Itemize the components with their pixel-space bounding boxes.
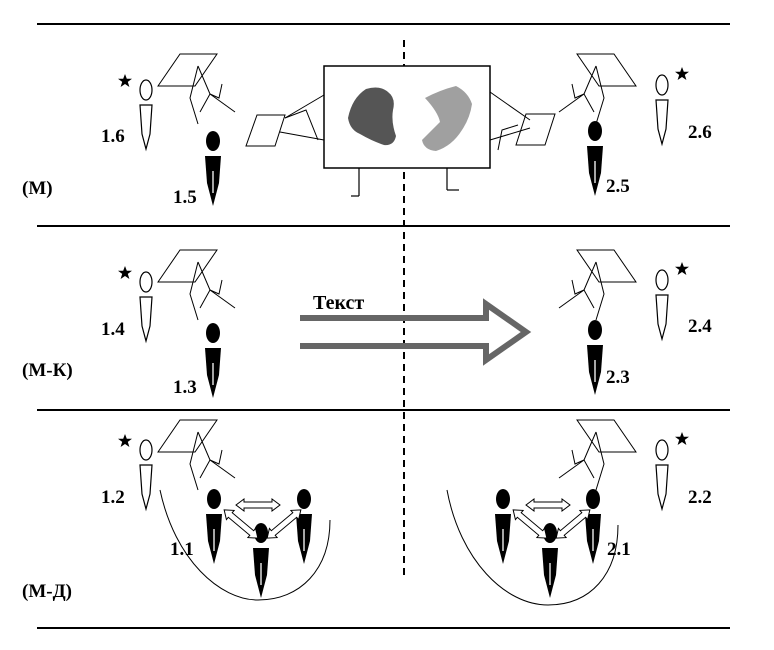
double-arrow-icon — [235, 498, 281, 512]
big-arrow-icon — [300, 298, 532, 366]
label-1-2: 1.2 — [101, 487, 125, 508]
section-label-m-d: (М-Д) — [22, 581, 72, 602]
star-icon-2-6 — [675, 67, 689, 80]
screen-icon-1-2 — [157, 419, 236, 491]
arc-right — [446, 489, 619, 606]
label-2-3: 2.3 — [606, 367, 630, 388]
label-1-6: 1.6 — [101, 126, 125, 147]
double-arrow-icon — [219, 504, 263, 544]
label-2-2: 2.2 — [688, 487, 712, 508]
open-person-icon-2-6 — [655, 74, 669, 145]
star-icon-1-6 — [118, 74, 132, 87]
label-2-5: 2.5 — [606, 176, 630, 197]
open-person-icon-1-2 — [139, 439, 153, 510]
filled-person-icon-2-5 — [586, 120, 604, 197]
arrow-label: Текст — [313, 292, 364, 314]
screen-icon-2-4 — [559, 250, 636, 320]
screen-icon-1-6 — [157, 53, 236, 125]
screen-icon-2-2 — [559, 420, 636, 490]
label-1-4: 1.4 — [101, 319, 125, 340]
filled-person-icon-2-3 — [586, 319, 604, 396]
screen-icon-2-6 — [559, 54, 636, 124]
double-arrow-icon — [508, 504, 552, 544]
open-person-icon-2-4 — [655, 269, 669, 340]
label-1-1: 1.1 — [170, 539, 194, 560]
arc-left — [159, 489, 331, 601]
filled-person-icon-2-1b — [584, 488, 602, 565]
screen-icon-1-4 — [157, 249, 236, 321]
label-2-6: 2.6 — [688, 122, 712, 143]
shape-left — [348, 87, 396, 146]
section-label-m-k: (М-К) — [22, 360, 73, 381]
star-icon-2-4 — [675, 262, 689, 275]
filled-person-icon-1-1a — [205, 488, 223, 565]
label-1-5: 1.5 — [173, 187, 197, 208]
open-person-icon-1-4 — [139, 271, 153, 342]
filled-person-icon-1-1b — [295, 488, 313, 565]
label-2-1: 2.1 — [607, 539, 631, 560]
filled-person-icon-1-3 — [204, 322, 222, 399]
filled-person-icon-1-5 — [204, 130, 222, 207]
double-arrow-icon — [525, 498, 571, 512]
filled-person-icon-2-1a — [494, 488, 512, 565]
label-2-4: 2.4 — [688, 316, 712, 337]
shape-right — [422, 86, 472, 151]
section-label-m: (М) — [22, 178, 53, 199]
star-icon-1-2 — [118, 434, 132, 447]
star-icon-2-2 — [675, 432, 689, 445]
star-icon-1-4 — [118, 266, 132, 279]
open-person-icon-2-2 — [655, 439, 669, 510]
open-person-icon-1-6 — [139, 79, 153, 150]
label-1-3: 1.3 — [173, 377, 197, 398]
